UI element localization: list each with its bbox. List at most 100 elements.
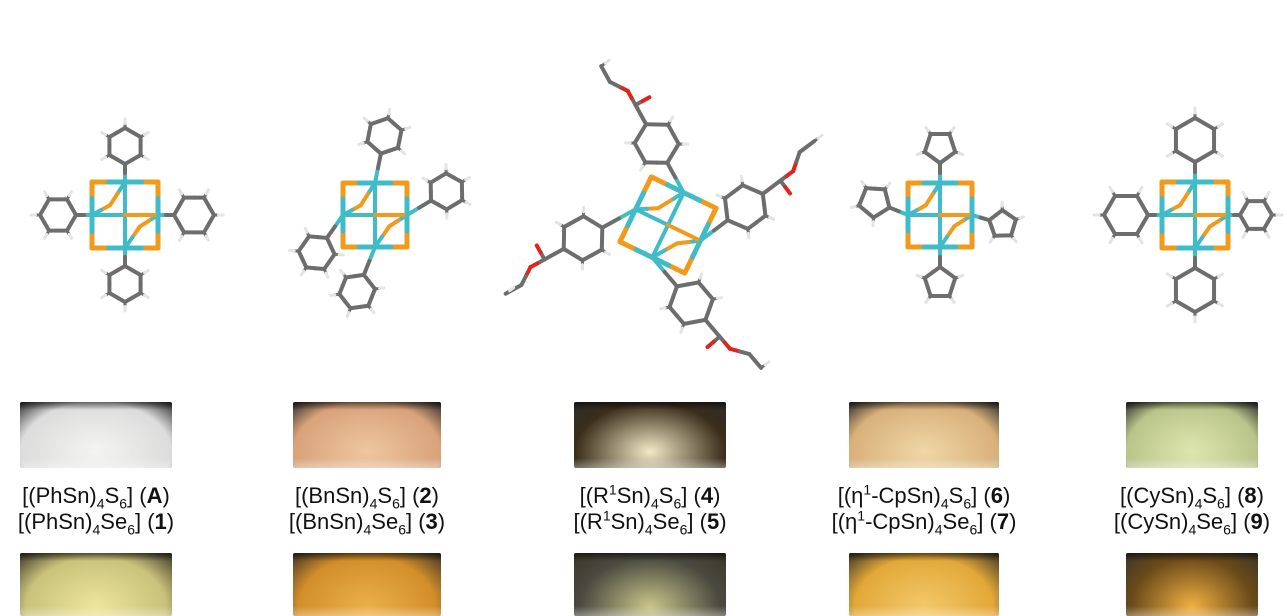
sn-s-bond (705, 205, 719, 227)
c-h-bond (1012, 237, 1018, 244)
c-c-bond (938, 155, 950, 165)
c-h-bond (204, 234, 210, 242)
molecule-phsn (29, 117, 225, 313)
c-c-bond (172, 213, 181, 226)
sn-s-bond (1178, 191, 1190, 208)
c-h-bond (1108, 185, 1114, 194)
sample-photo-sulfide-r1 (574, 402, 726, 468)
c-h-bond (399, 149, 407, 156)
molecule-cysn (1092, 106, 1284, 324)
c-h-bond (1165, 122, 1174, 128)
c-h-bond (604, 250, 612, 256)
sn-c-bond (673, 175, 686, 195)
sn-c-bond (665, 160, 678, 180)
c-h-bond (763, 360, 771, 367)
molecular-structures (29, 58, 1284, 370)
c-h-bond (1165, 152, 1174, 158)
c-h-bond (740, 174, 744, 183)
sample-photo-selenide-r1 (574, 553, 726, 616)
sn-s-bond (108, 191, 120, 208)
c-h-bond (142, 269, 150, 275)
sn-s-bond (358, 192, 370, 208)
sn-s-bond (633, 247, 655, 260)
c-h-bond (204, 188, 210, 196)
c-c-bond (429, 198, 441, 207)
c-h-bond (816, 133, 824, 140)
c-h-bond (369, 307, 376, 315)
c-h-bond (679, 326, 684, 334)
c-h-bond (1165, 272, 1174, 278)
c-c-bond (930, 265, 942, 275)
c-h-bond (142, 293, 150, 299)
sample-photo-selenide-ph (20, 553, 172, 616)
c-h-bond (639, 164, 645, 172)
c-h-bond (1138, 185, 1144, 194)
c-o-bond (534, 243, 543, 255)
formula-label-selenide: [(PhSn)4Se6] (1) (17, 509, 175, 538)
c-h-bond (43, 190, 49, 198)
c-h-bond (508, 286, 516, 293)
sn-c-bond (616, 207, 638, 221)
sn-c-bond (698, 228, 717, 243)
sn-c-bond (373, 166, 380, 185)
sn-s-bond (681, 190, 703, 203)
c-h-bond (1265, 190, 1271, 199)
sn-s-bond (945, 224, 957, 239)
vial-glass-reflection (293, 606, 441, 616)
c-h-bond (178, 188, 184, 196)
sn-s-bond (130, 224, 142, 240)
c-c-bond (1140, 203, 1150, 217)
c-h-bond (362, 116, 370, 123)
c-c-bond (671, 284, 679, 299)
formula-label-sulfide: [(η1-CpSn)4S6] (6) (837, 481, 1011, 512)
sn-s-bond (690, 238, 703, 260)
sn-s-bond (656, 198, 673, 211)
c-h-bond (67, 190, 73, 198)
c-c-bond (590, 219, 605, 230)
c-h-bond (1165, 302, 1174, 308)
c-h-bond (768, 215, 776, 221)
vial-rim (20, 553, 172, 561)
c-h-bond (668, 115, 675, 123)
sample-photo-selenide-bn (293, 553, 441, 616)
sn-s-bond (617, 239, 639, 253)
c-h-bond (100, 293, 108, 299)
formula-label-selenide: [(R1Sn)4Se6] (5) (573, 507, 727, 538)
vial-glass-reflection (849, 606, 999, 616)
c-h-bond (924, 126, 930, 133)
vial-rim (293, 402, 441, 410)
sample-photo-sulfide-ph (20, 402, 172, 468)
c-c-bond (885, 196, 892, 210)
vial-rim (574, 402, 726, 410)
sn-s-bond (1200, 224, 1212, 240)
compound-column-cy: [(CySn)4S6] (8) [(CySn)4Se6] (9) (1067, 395, 1287, 616)
c-c-bond (665, 151, 675, 165)
c-c-bond (378, 148, 392, 156)
c-o-bond (783, 185, 793, 196)
c-h-bond (100, 131, 108, 137)
c-h-bond (915, 274, 923, 279)
c-h-bond (303, 226, 309, 234)
formula-label-selenide: [(CySn)4Se6] (9) (1113, 509, 1271, 538)
c-h-bond (43, 232, 49, 240)
sn-c-bond (417, 198, 434, 210)
c-h-bond (659, 306, 667, 311)
molecule-r1sn (503, 58, 824, 370)
c-h-bond (464, 200, 472, 206)
sn-s-bond (617, 223, 631, 245)
c-c-bond (987, 218, 994, 230)
sn-s-bond (666, 262, 688, 276)
compound-column-r1: [(R1Sn)4S6] (4) [(R1Sn)4Se6] (5) (525, 395, 775, 616)
c-h-bond (1216, 152, 1225, 158)
sn-c-bond (324, 224, 337, 240)
sample-photo-sulfide-bn (293, 402, 441, 468)
c-h-bond (746, 231, 751, 240)
c-h-bond (950, 126, 956, 133)
sn-s-bond (648, 174, 670, 188)
c-c-bond (315, 235, 329, 240)
c-h-bond (1216, 272, 1225, 278)
c-h-bond (554, 220, 562, 227)
vial-glass-reflection (20, 606, 172, 616)
c-h-bond (100, 155, 108, 161)
sn-c-bond (600, 216, 621, 230)
